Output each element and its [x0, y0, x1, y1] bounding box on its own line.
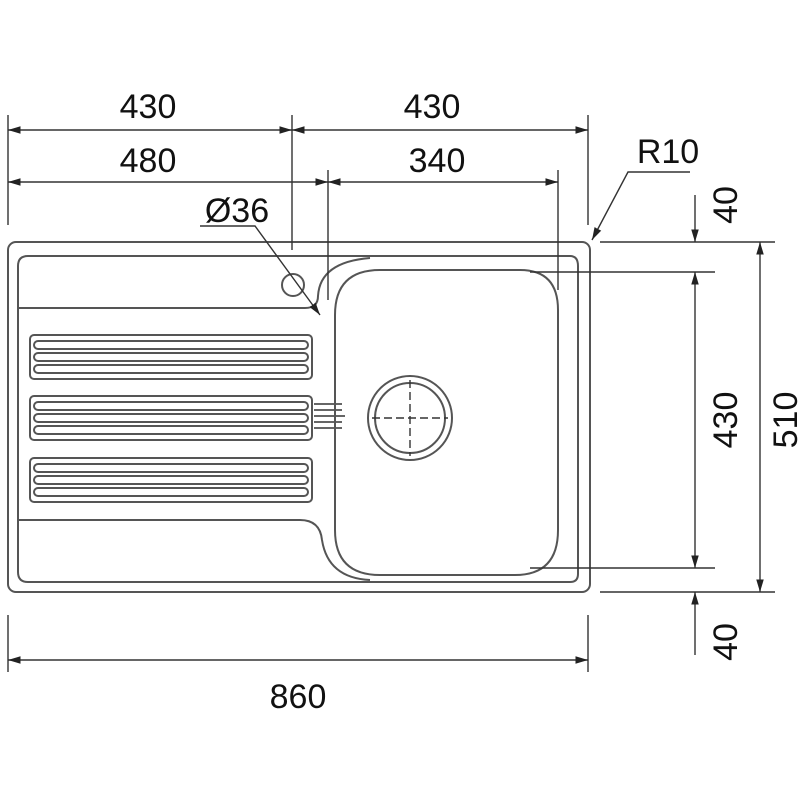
- dim-430-right: 430: [404, 88, 461, 126]
- bowl: [334, 170, 715, 576]
- dim-430-depth: 430: [707, 392, 745, 449]
- dim-340: 340: [409, 142, 466, 180]
- dim-480: 480: [120, 142, 177, 180]
- dim-430-left: 430: [120, 88, 177, 126]
- dim-510: 510: [767, 392, 800, 449]
- dim-tap-hole: Ø36: [205, 192, 269, 230]
- dim-radius: R10: [637, 133, 699, 171]
- dimension-lines: [8, 126, 764, 664]
- dim-40-bottom: 40: [707, 623, 745, 661]
- drainer-grooves: [29, 334, 345, 503]
- dim-40-top: 40: [707, 186, 745, 224]
- tap-hole: [281, 273, 305, 297]
- dim-860: 860: [270, 678, 327, 716]
- extension-lines: [7, 115, 775, 672]
